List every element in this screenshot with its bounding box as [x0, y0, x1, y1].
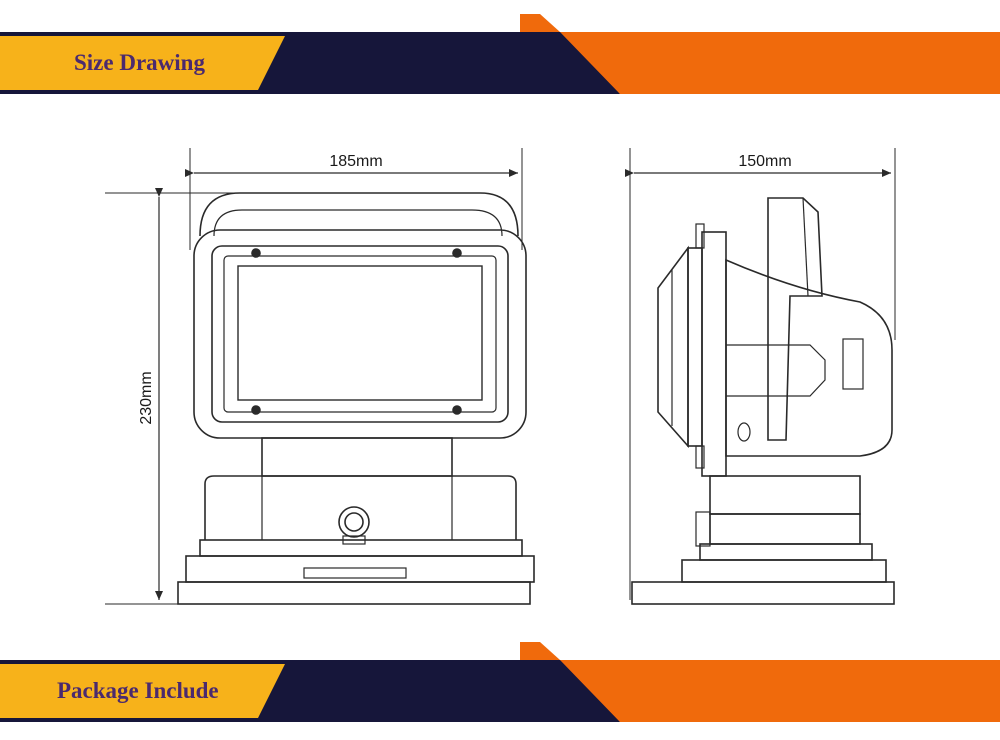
side-view: [625, 148, 896, 605]
bottom-banner-shapes: [0, 642, 1000, 722]
yellow-tab: [0, 36, 285, 90]
bottom-banner: Package Include: [0, 642, 1000, 722]
screw-icon: [251, 405, 261, 415]
top-banner-shapes: [0, 14, 1000, 94]
screw-icon: [251, 248, 261, 258]
section-title-package-include: Package Include: [57, 678, 219, 703]
top-banner: Size Drawing: [0, 14, 1000, 94]
dimension-label-side-width: 150mm: [738, 153, 791, 170]
dimension-label-height: 230mm: [138, 371, 155, 424]
orange-band: [520, 14, 1000, 94]
section-title-size-drawing: Size Drawing: [74, 50, 205, 75]
screw-icon: [452, 248, 462, 258]
screw-icon: [452, 405, 462, 415]
dimension-label-front-width: 185mm: [329, 153, 382, 170]
front-view: [105, 148, 535, 605]
